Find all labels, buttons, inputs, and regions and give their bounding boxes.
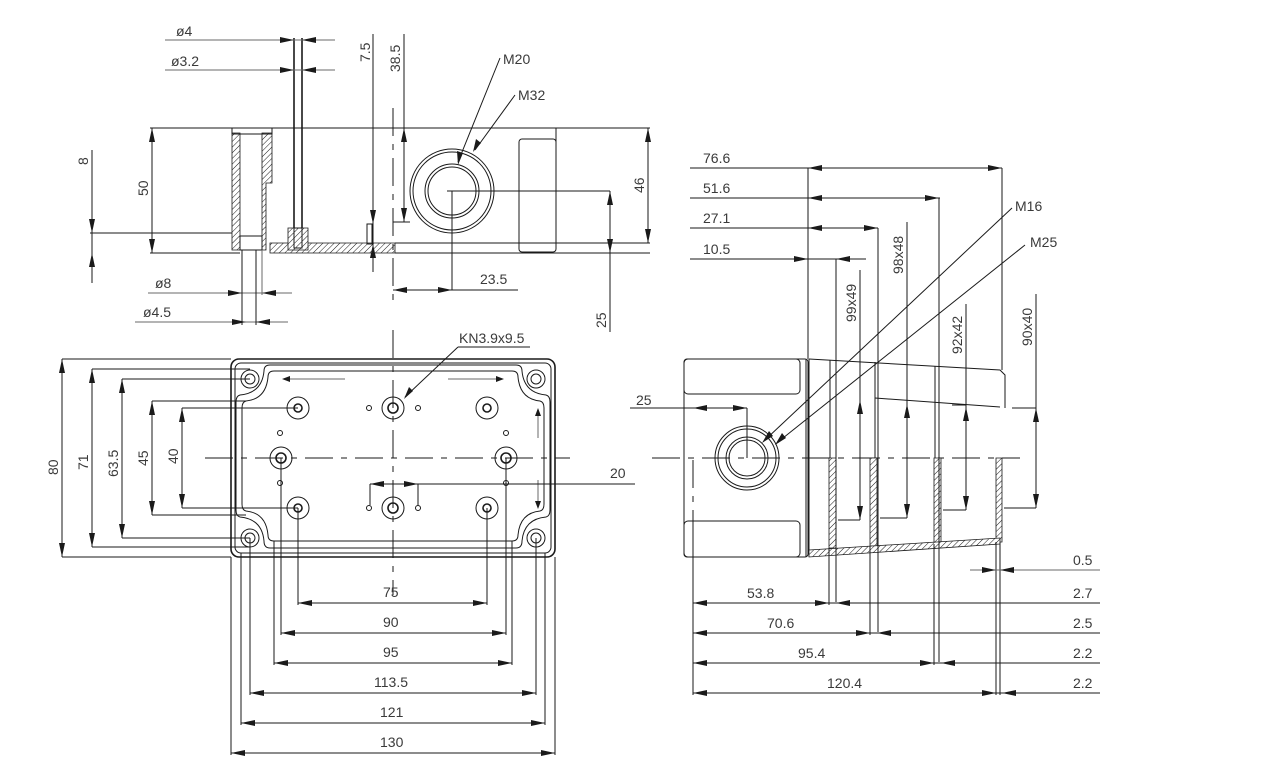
wall-section-hatch <box>231 132 241 251</box>
dim-height-total: 50 <box>135 180 151 196</box>
callout-m32: M32 <box>518 87 545 103</box>
wall-2-2b: 2.2 <box>1073 675 1093 691</box>
bottom-horizontal-dims: 75 90 95 113.5 121 130 <box>230 458 556 756</box>
cutout-98x48: 98x48 <box>890 236 906 274</box>
dim-pin-inner: ø3.2 <box>171 53 199 69</box>
dim-95: 95 <box>383 644 399 660</box>
dim-side-height: 46 <box>631 177 647 193</box>
corner-hole-tr <box>526 369 546 389</box>
dim-pin-outer: ø4 <box>176 23 193 39</box>
dim-center-offset: 25 <box>636 392 652 408</box>
dim-base-thickness: 8 <box>75 157 91 165</box>
floor-section-hatch <box>808 537 1001 558</box>
dim-95-4: 95.4 <box>798 645 825 661</box>
wall-0-5: 0.5 <box>1073 552 1093 568</box>
dim-53-8: 53.8 <box>747 585 774 601</box>
cutout-99x49: 99x49 <box>843 284 859 322</box>
dim-thread-offset: 23.5 <box>480 271 507 287</box>
dim-thread-center-height: 25 <box>593 312 609 328</box>
dim-90: 90 <box>383 614 399 630</box>
side-section-view: ø4 ø3.2 ø8 ø4.5 8 50 7.5 38.5 46 <box>75 23 651 332</box>
dim-76-6: 76.6 <box>703 150 730 166</box>
dim-51-6: 51.6 <box>703 180 730 196</box>
dim-40: 40 <box>165 448 181 464</box>
dim-27-1: 27.1 <box>703 210 730 226</box>
dim-130: 130 <box>380 734 404 750</box>
wall-2-2a: 2.2 <box>1073 645 1093 661</box>
callout-m25: M25 <box>1030 234 1057 250</box>
dim-120-4: 120.4 <box>827 675 862 691</box>
dim-63-5: 63.5 <box>105 450 121 477</box>
dim-45: 45 <box>135 450 151 466</box>
wall-2-7: 2.7 <box>1073 585 1093 601</box>
dim-10-5: 10.5 <box>703 241 730 257</box>
dim-75: 75 <box>383 584 399 600</box>
dim-inner-height: 38.5 <box>387 45 403 72</box>
dim-80: 80 <box>45 459 61 475</box>
dim-offset-20: 20 <box>610 465 626 481</box>
dim-70-6: 70.6 <box>767 615 794 631</box>
callout-screw: KN3.9x9.5 <box>459 330 525 346</box>
boss-section-hatch <box>261 132 273 251</box>
callout-m20: M20 <box>503 51 530 67</box>
cutout-92x42: 92x42 <box>949 316 965 354</box>
top-view: KN3.9x9.5 20 80 71 63.5 45 40 <box>45 330 635 756</box>
dim-rib-height: 7.5 <box>357 42 373 62</box>
dim-71: 71 <box>75 454 91 470</box>
wall-2-5: 2.5 <box>1073 615 1093 631</box>
dim-boss-inner: ø4.5 <box>143 304 171 320</box>
dim-113-5: 113.5 <box>374 674 408 690</box>
dim-121: 121 <box>380 704 404 720</box>
cutout-90x40: 90x40 <box>1019 308 1035 346</box>
dim-boss-outer: ø8 <box>155 275 172 291</box>
end-section-view: 25 76.6 51.6 27.1 10.5 99x49 98x48 92x42 <box>630 150 1100 696</box>
callout-m16: M16 <box>1015 198 1042 214</box>
